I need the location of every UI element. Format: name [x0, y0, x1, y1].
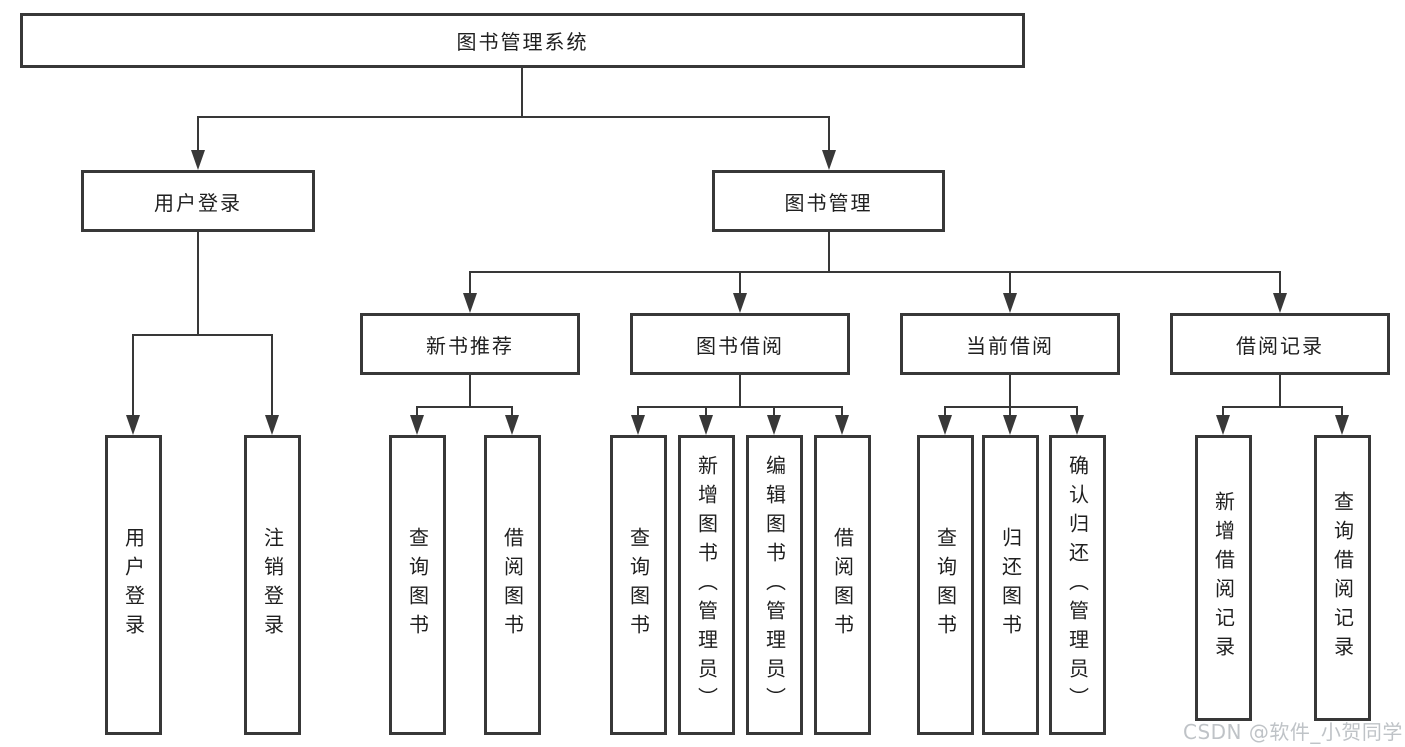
connector-g5-branch-1: [1222, 406, 1224, 417]
leaf-query-books-borrow: 查询图书: [610, 435, 667, 735]
node-root-label: 图书管理系统: [456, 30, 589, 54]
node-root: 图书管理系统: [20, 13, 1025, 68]
node-current-borrow: 当前借阅: [900, 313, 1120, 375]
leaf-add-borrow-record-label: 新增借阅记录: [1211, 491, 1236, 665]
connector-g1-drop: [197, 232, 199, 335]
node-borrow-records: 借阅记录: [1170, 313, 1390, 375]
node-new-books-label: 新书推荐: [426, 333, 514, 358]
connector-g2-branch-1: [416, 406, 418, 417]
leaf-borrow-books-newbooks-label: 借阅图书: [500, 527, 525, 643]
leaf-edit-books-admin-label: 编辑图书（管理员）: [762, 454, 787, 716]
leaf-add-borrow-record: 新增借阅记录: [1195, 435, 1252, 721]
connector-g1-rail: [132, 334, 273, 336]
connector-g2-branch-2: [511, 406, 513, 417]
connector-drop-book-mgmt: [828, 116, 830, 152]
leaf-query-books-newbooks-label: 查询图书: [405, 527, 430, 643]
connector-g3-branch-1: [637, 406, 639, 417]
connector-root-drop: [521, 68, 523, 118]
connector-drop-book-borrow: [739, 271, 741, 295]
arrowhead-borrow-records: [1273, 293, 1287, 313]
connector-drop-borrow-records: [1279, 271, 1281, 295]
arrowhead-g3-leaf-3: [767, 415, 781, 435]
arrowhead-g2-leaf-2: [505, 415, 519, 435]
arrowhead-g4-leaf-2: [1003, 415, 1017, 435]
node-book-mgmt-label: 图书管理: [784, 190, 873, 215]
connector-g5-rail: [1222, 406, 1343, 408]
connector-g4-branch-2: [1009, 406, 1011, 417]
leaf-return-books: 归还图书: [982, 435, 1039, 735]
leaf-query-books-current-label: 查询图书: [933, 527, 958, 643]
leaf-add-books-admin: 新增图书（管理员）: [678, 435, 735, 735]
node-user-login: 用户登录: [81, 170, 315, 232]
node-user-login-label: 用户登录: [154, 190, 242, 215]
leaf-borrow-books: 借阅图书: [814, 435, 871, 735]
leaf-return-books-label: 归还图书: [998, 527, 1023, 643]
leaf-confirm-return-admin-label: 确认归还（管理员）: [1065, 454, 1090, 716]
connector-root-rail: [197, 116, 830, 118]
leaf-query-borrow-record: 查询借阅记录: [1314, 435, 1371, 721]
arrowhead-g3-leaf-2: [699, 415, 713, 435]
leaf-query-borrow-record-label: 查询借阅记录: [1330, 491, 1355, 665]
arrowhead-g1-leaf-2: [265, 415, 279, 435]
arrowhead-g5-leaf-2: [1335, 415, 1349, 435]
connector-g2-drop: [469, 375, 471, 408]
arrowhead-g3-leaf-4: [835, 415, 849, 435]
arrowhead-g5-leaf-1: [1216, 415, 1230, 435]
node-borrow-records-label: 借阅记录: [1236, 333, 1324, 358]
arrowhead-new-books: [463, 293, 477, 313]
leaf-query-books-borrow-label: 查询图书: [626, 527, 651, 643]
leaf-logout-label: 注销登录: [260, 527, 285, 643]
leaf-query-books-current: 查询图书: [917, 435, 974, 735]
connector-g1-branch-1: [132, 334, 134, 417]
connector-drop-new-books: [469, 271, 471, 295]
connector-g4-rail: [944, 406, 1078, 408]
leaf-add-books-admin-label: 新增图书（管理员）: [694, 454, 719, 716]
leaf-query-books-newbooks: 查询图书: [389, 435, 446, 735]
node-book-borrow-label: 图书借阅: [696, 333, 784, 358]
arrowhead-g1-leaf-1: [126, 415, 140, 435]
leaf-edit-books-admin: 编辑图书（管理员）: [746, 435, 803, 735]
connector-g3-branch-4: [841, 406, 843, 417]
arrowhead-g3-leaf-1: [631, 415, 645, 435]
node-current-borrow-label: 当前借阅: [966, 333, 1054, 358]
node-book-borrow: 图书借阅: [630, 313, 850, 375]
connector-g4-drop: [1009, 375, 1011, 408]
leaf-confirm-return-admin: 确认归还（管理员）: [1049, 435, 1106, 735]
connector-drop-user-login: [197, 116, 199, 152]
leaf-user-login-label: 用户登录: [121, 527, 146, 643]
arrowhead-user-login: [191, 150, 205, 170]
connector-g5-branch-2: [1341, 406, 1343, 417]
connector-g3-rail: [637, 406, 843, 408]
leaf-borrow-books-newbooks: 借阅图书: [484, 435, 541, 735]
node-new-books: 新书推荐: [360, 313, 580, 375]
connector-g1-branch-2: [271, 334, 273, 417]
connector-g4-branch-3: [1076, 406, 1078, 417]
node-book-mgmt: 图书管理: [712, 170, 945, 232]
connector-g3-drop: [739, 375, 741, 408]
connector-g2-rail: [416, 406, 513, 408]
connector-g3-branch-3: [773, 406, 775, 417]
csdn-watermark: CSDN @软件_小贺同学: [1183, 720, 1403, 744]
connector-g5-drop: [1279, 375, 1281, 408]
arrowhead-book-mgmt: [822, 150, 836, 170]
connector-bm-rail: [469, 271, 1281, 273]
leaf-logout: 注销登录: [244, 435, 301, 735]
arrowhead-book-borrow: [733, 293, 747, 313]
leaf-borrow-books-label: 借阅图书: [830, 527, 855, 643]
arrowhead-g4-leaf-1: [938, 415, 952, 435]
connector-bm-drop: [828, 232, 830, 273]
connector-drop-current-borrow: [1009, 271, 1011, 295]
arrowhead-current-borrow: [1003, 293, 1017, 313]
connector-g3-branch-2: [705, 406, 707, 417]
arrowhead-g2-leaf-1: [410, 415, 424, 435]
leaf-user-login: 用户登录: [105, 435, 162, 735]
arrowhead-g4-leaf-3: [1070, 415, 1084, 435]
connector-g4-branch-1: [944, 406, 946, 417]
